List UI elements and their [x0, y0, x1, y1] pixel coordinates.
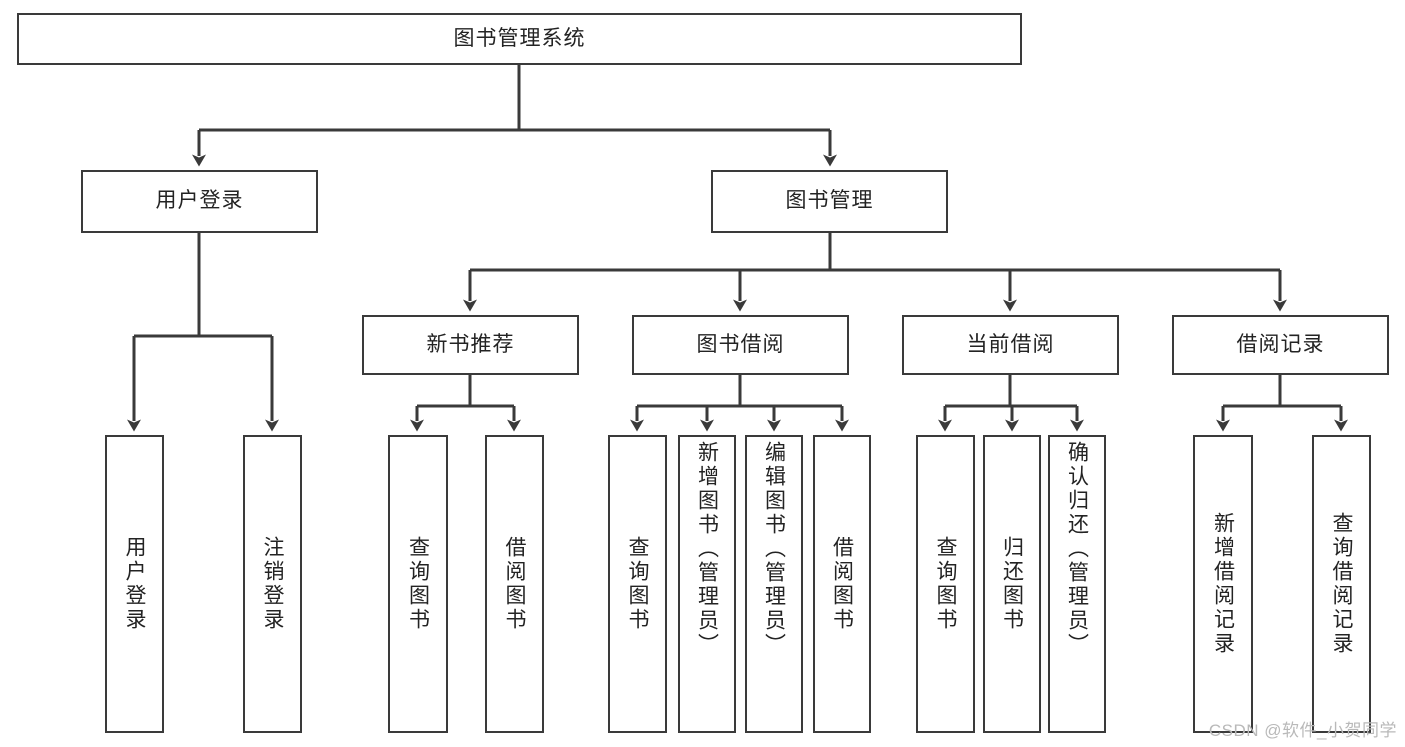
node-leaf-return-books[interactable]: 归还图书: [983, 435, 1041, 733]
node-label: 新增图书（管理员）: [695, 441, 719, 657]
node-label: 新书推荐: [426, 332, 515, 356]
node-leaf-borrow-books[interactable]: 借阅图书: [813, 435, 871, 733]
node-label: 借阅记录: [1236, 332, 1325, 356]
node-label: 图书借阅: [696, 332, 785, 356]
node-level3-new-book-recommend[interactable]: 新书推荐: [362, 315, 579, 375]
node-label: 用户登录: [123, 536, 146, 632]
node-leaf-add-book-admin[interactable]: 新增图书（管理员）: [678, 435, 736, 733]
node-label: 编辑图书（管理员）: [762, 441, 786, 657]
node-level3-book-borrow[interactable]: 图书借阅: [632, 315, 849, 375]
node-level2-user-login[interactable]: 用户登录: [81, 170, 318, 233]
node-label: 新增借阅记录: [1211, 512, 1235, 656]
node-label: 借阅图书: [503, 536, 526, 632]
node-label: 查询图书: [934, 536, 957, 632]
node-label: 查询图书: [406, 536, 430, 632]
node-label: 当前借阅: [966, 332, 1055, 356]
node-label: 图书管理: [785, 189, 874, 213]
node-leaf-add-borrow-record[interactable]: 新增借阅记录: [1193, 435, 1253, 733]
node-leaf-borrow-books-newbook[interactable]: 借阅图书: [485, 435, 544, 733]
node-leaf-query-books-borrow[interactable]: 查询图书: [608, 435, 667, 733]
node-leaf-query-books-newbook[interactable]: 查询图书: [388, 435, 448, 733]
node-label: 用户登录: [155, 189, 244, 213]
node-root[interactable]: 图书管理系统: [17, 13, 1022, 65]
node-leaf-logout-login[interactable]: 注销登录: [243, 435, 302, 733]
node-level3-current-borrow[interactable]: 当前借阅: [902, 315, 1119, 375]
node-label: 借阅图书: [830, 536, 854, 632]
watermark: CSDN @软件_小贺同学: [1208, 721, 1397, 740]
node-level3-borrow-records[interactable]: 借阅记录: [1172, 315, 1389, 375]
node-level2-book-management[interactable]: 图书管理: [711, 170, 948, 233]
node-leaf-user-login[interactable]: 用户登录: [105, 435, 164, 733]
node-label: 确认归还（管理员）: [1065, 441, 1089, 657]
node-label: 查询借阅记录: [1330, 512, 1353, 656]
node-leaf-edit-book-admin[interactable]: 编辑图书（管理员）: [745, 435, 803, 733]
node-root-label: 图书管理系统: [453, 26, 586, 50]
node-label: 注销登录: [261, 536, 284, 632]
node-label: 归还图书: [1000, 536, 1024, 632]
node-leaf-query-books-current[interactable]: 查询图书: [916, 435, 975, 733]
node-label: 查询图书: [626, 536, 649, 632]
node-leaf-confirm-return-admin[interactable]: 确认归还（管理员）: [1048, 435, 1106, 733]
node-leaf-query-borrow-record[interactable]: 查询借阅记录: [1312, 435, 1371, 733]
